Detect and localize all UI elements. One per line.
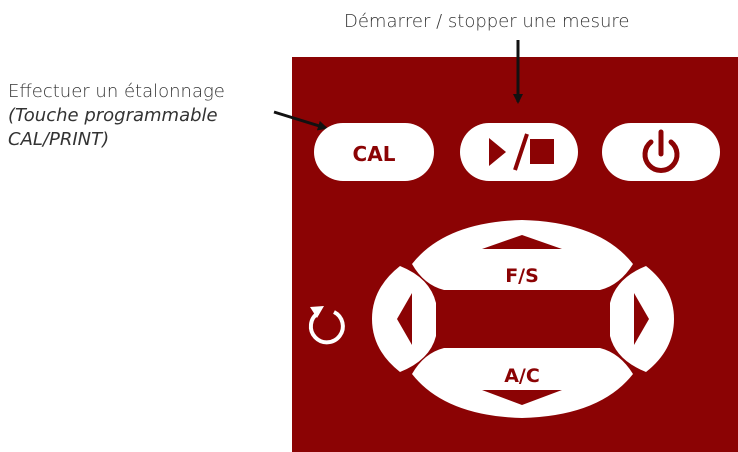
cal-key-label: CAL (353, 142, 396, 166)
calibrate-arrow (273, 110, 328, 131)
calibrate-callout-note-line2: CAL/PRINT) (8, 129, 110, 150)
power-key[interactable] (602, 123, 720, 181)
calibrate-callout-note-line1: (Touche programmable (8, 105, 218, 126)
right-key[interactable] (610, 266, 674, 372)
calibrate-callout-label: Effectuer un étalonnage (Touche programm… (8, 80, 225, 152)
triangle-down-icon (482, 390, 562, 405)
up-key[interactable]: F/S (412, 220, 633, 290)
down-key-label: A/C (504, 365, 540, 387)
cal-key[interactable]: CAL (314, 123, 434, 181)
left-key[interactable] (372, 266, 436, 372)
triangle-left-icon (397, 293, 412, 345)
triangle-right-icon (634, 293, 649, 345)
start-stop-key[interactable] (460, 123, 578, 181)
rotate-icon (308, 306, 345, 345)
power-icon (642, 129, 680, 173)
down-key[interactable]: A/C (412, 348, 633, 418)
triangle-up-icon (482, 235, 562, 249)
start-stop-callout-label: Démarrer / stopper une mesure (344, 11, 630, 32)
up-key-label: F/S (505, 265, 539, 287)
play-stop-icon (489, 133, 554, 171)
calibrate-callout-title: Effectuer un étalonnage (8, 81, 225, 102)
